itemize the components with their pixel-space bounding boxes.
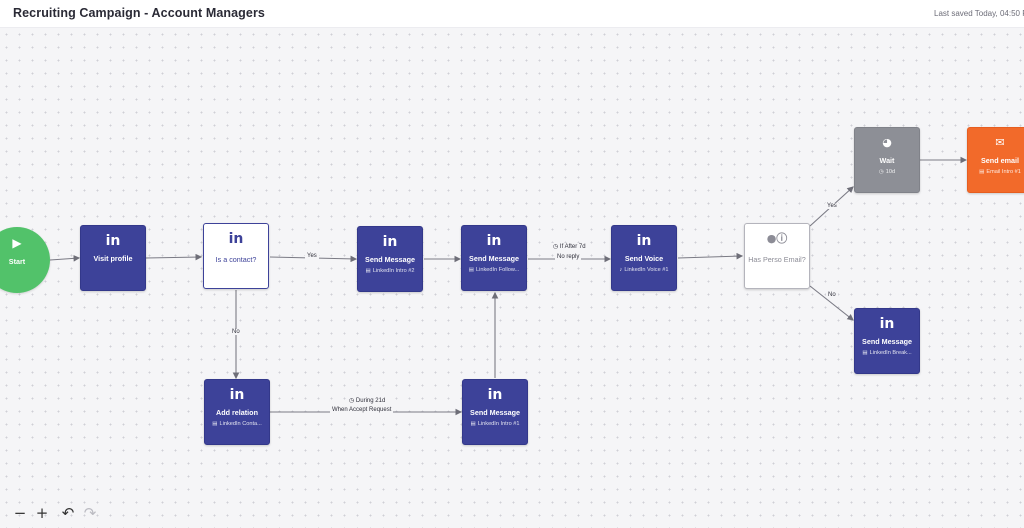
start-label: Start [8,257,26,266]
edge-label-no-contact: No [230,329,242,335]
message-icon: ▤ [365,268,371,274]
campaign-title[interactable]: Recruiting Campaign - Account Managers [13,6,265,20]
node-send-message-intro1[interactable]: in Send Message ▤LinkedIn Intro #1 [462,379,528,445]
linkedin-icon: in [636,233,652,249]
edge-visit-contact [145,253,203,261]
edge-label-no-email: No [826,292,838,298]
clock-icon: ◷ [553,244,559,250]
user-info-icon: ●ⓘ [766,232,788,245]
node-sublabel: ▤LinkedIn Intro #1 [463,421,527,427]
top-bar: Recruiting Campaign - Account Managers L… [0,0,1024,28]
node-label: Wait [879,156,895,165]
edge-perso-no [809,285,854,321]
message-icon: ▤ [212,421,218,427]
node-sublabel-text: Email Intro #1 [986,169,1021,175]
microphone-icon: ♪ [619,267,623,273]
node-label: Send Voice [624,254,664,263]
edge-label-during-text: During 21d [355,398,386,404]
node-add-relation[interactable]: in Add relation ▤LinkedIn Conta... [204,379,270,445]
node-sublabel: ♪LinkedIn Voice #1 [612,267,676,273]
node-send-email[interactable]: ✉ Send email ▤Email Intro #1 [967,127,1024,193]
zoom-out-button[interactable]: − [13,504,27,522]
node-label: Add relation [216,408,258,417]
node-sublabel-text: LinkedIn Conta... [219,421,262,427]
zoom-in-button[interactable]: + [35,504,49,522]
linkedin-icon: in [228,231,244,247]
node-sublabel-text: LinkedIn Follow... [476,267,520,273]
node-sublabel-text: LinkedIn Intro #2 [372,268,415,274]
node-label: Send Message [470,408,520,417]
node-label: Send Message [365,255,415,264]
message-icon: ▤ [468,267,475,273]
message-icon: ▤ [470,421,476,427]
edge-start-visit [49,255,81,262]
linkedin-icon: in [105,233,121,249]
linkedin-icon: in [382,234,398,250]
linkedin-icon: in [879,316,895,332]
node-sublabel: ▤LinkedIn Conta... [205,421,269,427]
node-visit-profile[interactable]: in Visit profile [80,225,146,291]
edge-label-if-after: ◷ If After 7d [551,243,588,250]
node-sublabel-text: LinkedIn Intro #1 [477,421,520,427]
node-sublabel-text: LinkedIn Break... [869,350,912,356]
node-send-message-break[interactable]: in Send Message ▤LinkedIn Break... [854,308,920,374]
node-send-message-intro2[interactable]: in Send Message ▤LinkedIn Intro #2 [357,226,423,292]
node-has-perso-email[interactable]: ●ⓘ Has Perso Email? [744,223,810,289]
node-sublabel-text: 10d [885,169,896,175]
node-label: Has Perso Email? [748,255,806,264]
message-icon: ▤ [979,169,985,175]
undo-button[interactable]: ↶ [61,504,75,522]
node-label: Is a contact? [215,255,257,264]
node-sublabel: ◷10d [855,169,919,175]
edge-label-yes-contact: Yes [305,253,319,259]
mail-icon: ✉ [995,136,1005,149]
edge-label-no-reply: No reply [555,254,582,260]
clock-icon: ◕ [882,136,892,149]
node-wait[interactable]: ◕ Wait ◷10d [854,127,920,193]
message-icon: ▤ [862,350,868,356]
linkedin-icon: in [487,387,503,403]
node-sublabel: ▤LinkedIn Intro #2 [358,268,422,274]
clock-icon: ◷ [349,398,355,404]
last-saved-status: Last saved Today, 04:50 P [934,9,1024,18]
node-sublabel: ▤Email Intro #1 [968,169,1024,175]
node-label: Send email [981,156,1019,165]
linkedin-icon: in [229,387,245,403]
play-icon: ▶ [12,236,22,250]
edge-label-when-accept: When Accept Request [330,407,394,413]
node-label: Send Message [469,254,519,263]
linkedin-icon: in [486,233,502,249]
node-sublabel: ▤LinkedIn Follow... [462,267,526,273]
edge-label-during: ◷ During 21d [347,397,388,404]
node-label: Send Message [862,337,912,346]
node-label: Visit profile [93,254,133,263]
node-is-contact[interactable]: in Is a contact? [203,223,269,289]
edge-label-yes-email: Yes [825,203,839,209]
node-send-message-follow[interactable]: in Send Message ▤LinkedIn Follow... [461,225,527,291]
edge-label-if-after-text: If After 7d [559,244,586,250]
node-sublabel: ▤LinkedIn Break... [855,350,919,356]
edge-voice-perso [677,252,744,260]
timer-icon: ◷ [878,169,884,175]
redo-button[interactable]: ↷ [83,504,97,522]
node-send-voice[interactable]: in Send Voice ♪LinkedIn Voice #1 [611,225,677,291]
node-sublabel-text: LinkedIn Voice #1 [624,267,669,273]
